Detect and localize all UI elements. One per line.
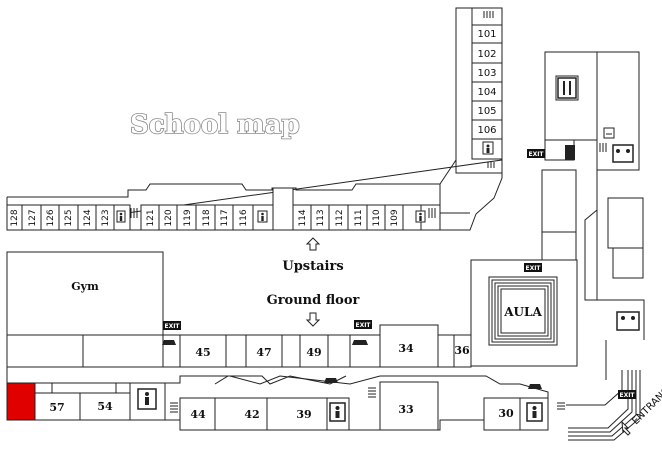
room-number: 101 (477, 29, 496, 40)
room-number: 113 (316, 209, 326, 226)
entrance-label: ENTRANCE (630, 381, 662, 427)
room-number: 126 (46, 209, 56, 226)
room-number: 112 (335, 209, 345, 226)
room-number: 123 (101, 209, 111, 226)
toilet-icon (137, 388, 157, 410)
toilet-icon (329, 402, 346, 422)
room-number: 111 (354, 209, 364, 226)
upstairs-vertical-wing: 101 102 103 104 105 106 (455, 7, 503, 174)
room-number: 127 (28, 209, 38, 226)
room-number: 36 (454, 344, 470, 357)
room-number: 103 (477, 68, 496, 79)
room-number: 104 (477, 87, 496, 98)
upstairs-label: Upstairs (282, 259, 343, 274)
restaurant-icon (557, 77, 577, 99)
map-title: School map (130, 110, 300, 140)
room-number: 120 (164, 209, 174, 226)
toilet-icon (257, 210, 268, 223)
stairs-icon (368, 387, 376, 398)
room-number: 45 (195, 346, 210, 359)
room-number: 124 (83, 209, 93, 226)
stairs-icon (428, 208, 436, 218)
gym-room (6, 251, 164, 336)
door-marker-icon (324, 378, 338, 383)
gym-label: Gym (71, 280, 99, 293)
stairs-icon (599, 143, 607, 152)
exit-sign: EXIT (354, 320, 372, 329)
exit-sign: EXIT (527, 149, 545, 158)
arrow-down-icon (305, 312, 321, 327)
room-number: 118 (202, 209, 212, 226)
room-number: 102 (477, 49, 496, 60)
toilet-icon (526, 402, 543, 422)
wheelchair-toilet-icon (616, 311, 640, 331)
room-number: 125 (64, 209, 74, 226)
right-building: AULA (470, 51, 645, 380)
aula-hall: AULA (488, 276, 558, 346)
room-number: 121 (146, 209, 156, 226)
room-number: 49 (306, 346, 321, 359)
room-number: 30 (498, 407, 514, 420)
upstairs-corridor: 128 127 126 125 124 123 121 120 119 118 … (6, 159, 503, 231)
room-number: 128 (10, 209, 20, 226)
room-number: 44 (190, 408, 206, 421)
ground-floor: Gym 45 47 49 34 36 57 54 44 (6, 145, 575, 431)
room-number: 33 (398, 403, 413, 416)
room-number: 57 (49, 401, 64, 414)
wheelchair-toilet-icon (612, 144, 634, 163)
toilet-icon (116, 210, 126, 223)
stairs-icon (483, 11, 494, 18)
room-number: 42 (244, 408, 259, 421)
room-number: 117 (220, 209, 230, 226)
door-marker-icon (352, 340, 368, 345)
entrance: ENTRANCE (566, 370, 662, 441)
exit-sign: EXIT (618, 390, 636, 399)
toilet-icon (415, 210, 426, 223)
door-marker-icon (528, 384, 542, 389)
svg-text:EXIT: EXIT (528, 151, 544, 158)
room-number: 105 (477, 106, 496, 117)
room-number: 109 (390, 209, 400, 226)
door-marker-icon (565, 145, 575, 160)
room-number: 106 (477, 125, 496, 136)
svg-text:EXIT: EXIT (619, 392, 635, 399)
ground-floor-label: Ground floor (267, 293, 360, 308)
room-number: 39 (296, 408, 311, 421)
toilet-icon (482, 141, 494, 155)
room-number: 116 (239, 209, 249, 226)
svg-text:EXIT: EXIT (164, 323, 180, 330)
aula-label: AULA (503, 305, 542, 319)
door-marker-icon (162, 340, 176, 345)
stairs-icon (170, 402, 178, 413)
svg-text:EXIT: EXIT (525, 265, 541, 272)
room-number: 114 (298, 209, 308, 226)
svg-text:EXIT: EXIT (355, 322, 371, 329)
stairs-icon (557, 402, 565, 410)
exit-sign: EXIT (163, 321, 181, 330)
entrance-arrow-icon (621, 420, 631, 436)
room-number: 119 (183, 209, 193, 226)
room-number: 110 (372, 209, 382, 226)
toilet-icon (603, 127, 615, 139)
highlighted-room-marker[interactable] (6, 382, 36, 421)
stairs-icon (130, 208, 138, 218)
room-number: 34 (398, 342, 414, 355)
room-number: 47 (256, 346, 271, 359)
arrow-up-icon (305, 237, 321, 251)
room-number: 54 (97, 400, 113, 413)
exit-sign: EXIT (524, 263, 542, 272)
stairs-icon (487, 162, 495, 168)
